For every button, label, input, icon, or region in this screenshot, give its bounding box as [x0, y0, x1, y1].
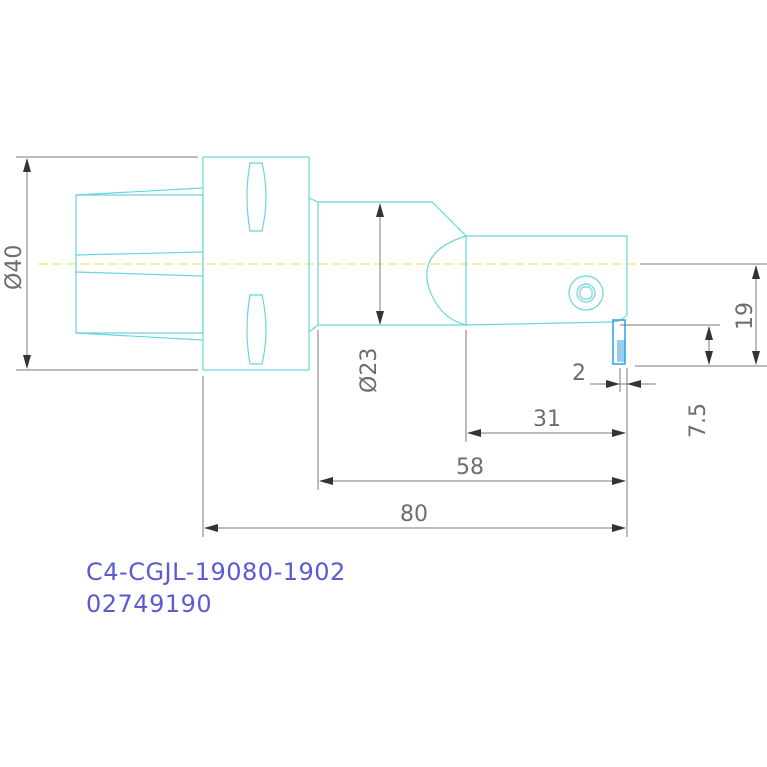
diameter-40-label: Ø40	[2, 245, 27, 290]
dimension-diameter-23	[376, 203, 384, 325]
model-number-text: C4-CGJL-19080-1902	[86, 558, 346, 586]
screw-head-icon	[568, 275, 604, 311]
dimension-diameter-40	[16, 156, 198, 371]
cutting-insert	[612, 319, 626, 365]
length-58-label: 58	[456, 455, 484, 480]
flange-outline	[202, 156, 310, 371]
dimension-length-58	[317, 330, 628, 490]
dimension-height-19	[635, 263, 767, 367]
dimension-offset-2	[590, 368, 656, 392]
dimension-height-7-5	[620, 324, 720, 365]
neck-outline	[308, 197, 467, 333]
diameter-23-label: Ø23	[357, 348, 382, 393]
offset-2-label: 2	[572, 361, 586, 386]
part-number-text: 02749190	[86, 590, 212, 618]
height-7-5-label: 7.5	[686, 403, 711, 438]
length-80-label: 80	[400, 502, 428, 527]
dimension-length-80	[202, 376, 628, 537]
height-19-label: 19	[733, 302, 758, 330]
boring-bar-head-outline	[465, 235, 628, 326]
length-31-label: 31	[533, 407, 561, 432]
dimension-length-31	[465, 330, 628, 442]
